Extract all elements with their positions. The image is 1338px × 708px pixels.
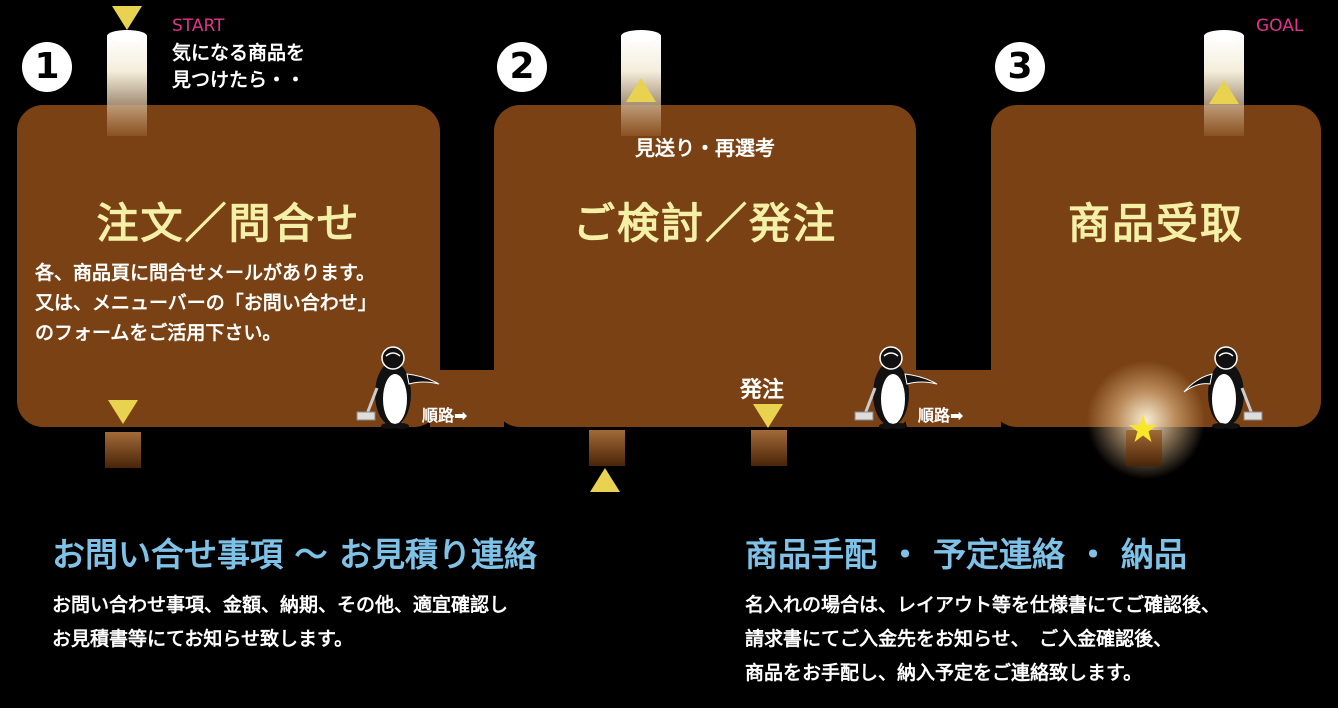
order-triangle-down-icon: [753, 404, 783, 428]
step-2-exit-stub: [751, 430, 787, 466]
description-line: 各、商品頁に問合せメールがあります。: [35, 262, 376, 284]
section-line: 名入れの場合は、レイアウト等を仕様書にてご確認後、: [745, 594, 1221, 616]
goal-label: GOAL: [1256, 16, 1304, 36]
intro-text: 気になる商品を 見つけたら・・: [172, 40, 305, 94]
route-label-1: 順路➡: [422, 406, 468, 425]
description-line: のフォームをご活用下さい。: [35, 322, 282, 344]
step-1-exit-stub: [105, 432, 141, 468]
hammer-icon: [854, 387, 877, 421]
section-line: お見積書等にてお知らせ致します。: [52, 628, 354, 650]
step-2-panel: [494, 105, 916, 427]
step-3-title: 商品受取: [1067, 199, 1244, 248]
route-label-2: 順路➡: [918, 406, 964, 425]
light-pillar-cap: [1204, 30, 1244, 42]
step-2-triangle-up-icon: [590, 468, 620, 492]
description-line: 又は、メニューバーの「お問い合わせ」: [35, 292, 377, 314]
penguin-icon: [356, 346, 440, 429]
penguin-icon: [854, 346, 938, 429]
section-1-heading: お問い合せ事項 ～ お見積り連絡: [52, 535, 537, 574]
light-pillar: [107, 36, 147, 136]
step-1-panel: [17, 105, 440, 427]
star-icon: [1129, 415, 1157, 442]
step-2-top-note: 見送り・再選考: [635, 136, 775, 160]
step-2-title: ご検討／発注: [572, 199, 837, 248]
step-1-triangle-down-icon: [108, 400, 138, 424]
step-2-number: 2: [497, 42, 547, 92]
start-label: START: [172, 16, 225, 36]
section-line: お問い合わせ事項、金額、納期、その他、適宜確認し: [52, 594, 509, 616]
step-1-description: 各、商品頁に問合せメールがあります。 又は、メニューバーの「お問い合わせ」 のフ…: [35, 258, 377, 348]
light-pillar-cap: [107, 30, 147, 42]
section-2-heading: 商品手配 ・ 予定連絡 ・ 納品: [745, 535, 1187, 574]
start-triangle-down-icon: [112, 6, 142, 30]
section-line: 請求書にてご入金先をお知らせ、 ご入金確認後、: [745, 628, 1173, 650]
step-3-number: 3: [995, 42, 1045, 92]
intro-line: 気になる商品を: [172, 42, 306, 64]
step-1-number: 1: [22, 42, 72, 92]
intro-line: 見つけたら・・: [172, 69, 306, 91]
hammer-icon: [1240, 387, 1263, 421]
pillar-triangle-up-icon: [1209, 80, 1239, 104]
connector-1-2: [430, 370, 504, 427]
section-1-text: お問い合わせ事項、金額、納期、その他、適宜確認し お見積書等にてお知らせ致します…: [52, 588, 508, 656]
step-1-title: 注文／問合せ: [96, 199, 361, 248]
hammer-icon: [356, 387, 379, 421]
step-2-entry-stub: [589, 430, 625, 466]
pillar-triangle-up-icon: [626, 78, 656, 102]
penguin-icon: [1183, 346, 1263, 429]
light-pillar-cap: [621, 30, 661, 42]
order-label: 発注: [740, 378, 785, 403]
section-line: 商品をお手配し、納入予定をご連絡致します。: [745, 662, 1143, 684]
section-2-text: 名入れの場合は、レイアウト等を仕様書にてご確認後、 請求書にてご入金先をお知らせ…: [745, 588, 1220, 690]
